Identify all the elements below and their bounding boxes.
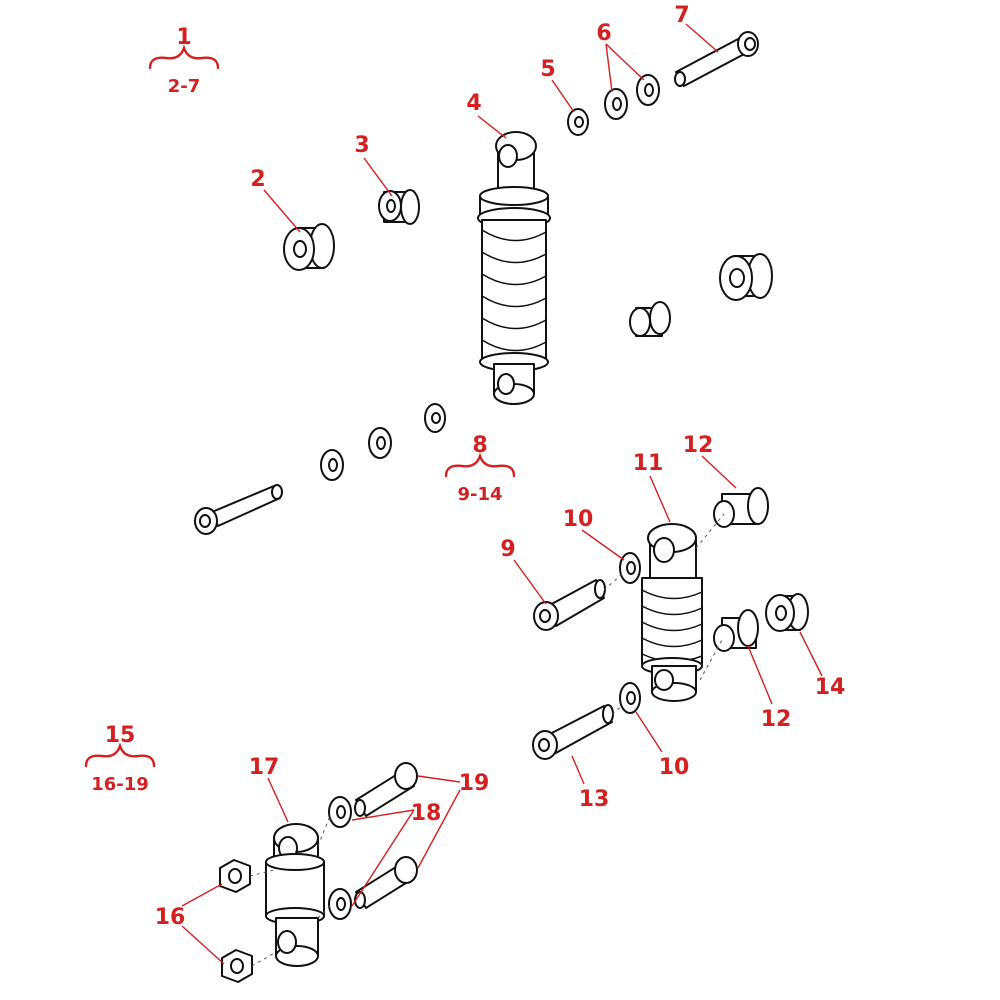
callout-17: 17 <box>249 755 280 780</box>
callout-11: 11 <box>633 451 664 476</box>
bolt-13 <box>532 704 614 760</box>
bolt-9 <box>533 579 606 631</box>
callout-5: 5 <box>540 57 555 82</box>
washer-10-bottom <box>619 682 641 714</box>
assembly-8-number: 8 <box>472 433 487 458</box>
bushing-12-bottom <box>713 609 759 652</box>
callout-10-top: 10 <box>563 507 594 532</box>
bushing-12-top <box>713 487 769 528</box>
washer-lower-3 <box>320 449 344 481</box>
callout-16: 16 <box>155 905 186 930</box>
callout-19: 19 <box>459 771 490 796</box>
washer-5 <box>567 108 589 136</box>
nut-16-bottom <box>221 949 253 983</box>
assembly-8-range: 9-14 <box>457 484 502 505</box>
callout-18: 18 <box>411 801 442 826</box>
bushing-right-large <box>719 253 773 301</box>
bushing-right-small <box>629 301 671 337</box>
assembly-1-number: 1 <box>176 25 191 50</box>
washer-10-top <box>619 552 641 584</box>
assembly-1-range: 2-7 <box>168 76 201 97</box>
callout-12-bottom: 12 <box>761 707 792 732</box>
callout-6: 6 <box>596 21 611 46</box>
assembly-15-range: 16-19 <box>91 774 149 795</box>
bolt-lower-left <box>194 484 283 535</box>
washer-lower-2 <box>368 427 392 459</box>
leader-lines <box>181 23 823 965</box>
callout-3: 3 <box>354 133 369 158</box>
callout-10-bottom: 10 <box>659 755 690 780</box>
callout-13: 13 <box>579 787 610 812</box>
brace-assembly-1 <box>148 44 220 70</box>
bolt-19-top <box>354 762 418 817</box>
washer-18-bottom <box>328 888 352 920</box>
callout-14: 14 <box>815 675 846 700</box>
shock-absorber-4 <box>477 131 551 405</box>
washer-6a <box>636 74 660 106</box>
callout-7: 7 <box>674 3 689 28</box>
shock-absorber-17 <box>265 823 325 967</box>
assembly-15-number: 15 <box>105 723 136 748</box>
callout-12-top: 12 <box>683 433 714 458</box>
brace-assembly-15 <box>84 742 156 768</box>
washer-18-top <box>328 796 352 828</box>
washer-6b <box>604 88 628 120</box>
bushing-2 <box>283 223 335 271</box>
callout-2: 2 <box>250 167 265 192</box>
shock-absorber-11 <box>641 523 703 702</box>
spacer-14 <box>765 593 809 632</box>
washer-lower-1 <box>424 403 446 433</box>
nut-16-top <box>219 859 251 893</box>
bolt-19-bottom <box>354 856 418 909</box>
callout-4: 4 <box>466 91 481 116</box>
bushing-3 <box>378 189 420 225</box>
bolt-7 <box>674 31 759 87</box>
callout-9: 9 <box>500 537 515 562</box>
brace-assembly-8 <box>444 452 516 478</box>
